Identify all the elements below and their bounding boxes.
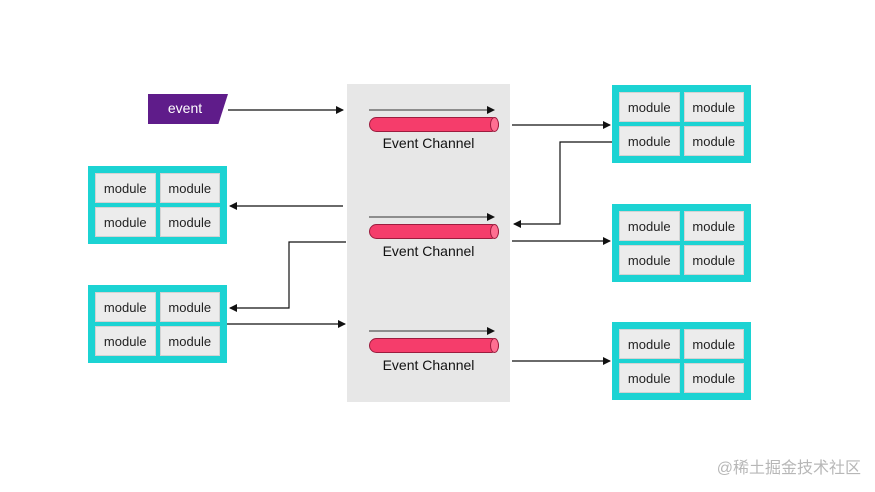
module-cell: module [619,363,680,393]
module-cell: module [683,245,744,275]
event-channel-label-2: Event Channel [382,243,475,259]
module-group-right-middle: module module module module [612,204,751,282]
module-cell: module [619,126,680,156]
module-cell: module [683,329,744,359]
module-cell: module [619,329,680,359]
module-cell: module [95,292,156,322]
module-group-left-bottom: module module module module [88,285,227,363]
module-group-left-top: module module module module [88,166,227,244]
module-cell: module [683,126,744,156]
module-cell: module [619,245,680,275]
event-channel-pipe-1 [369,117,499,132]
module-cell: module [619,92,680,122]
module-cell: module [683,92,744,122]
module-cell: module [159,207,220,237]
event-channel-pipe-3 [369,338,499,353]
module-cell: module [159,292,220,322]
connector-right-top-to-channel-2 [513,141,612,228]
module-cell: module [95,326,156,356]
watermark: @稀土掘金技术社区 [716,460,861,477]
event-channel-pipe-2 [369,224,499,239]
module-cell: module [95,173,156,203]
module-cell: module [683,363,744,393]
event-channel-label-1: Event Channel [382,135,475,151]
module-cell: module [159,326,220,356]
module-cell: module [95,207,156,237]
module-cell: module [619,211,680,241]
event-channel-label-3: Event Channel [382,357,475,373]
connector-channel-2-to-left-bottom [229,241,346,312]
module-cell: module [159,173,220,203]
module-group-right-top: module module module module [612,85,751,163]
module-group-right-bottom: module module module module [612,322,751,400]
event-tag: event [148,94,228,124]
module-cell: module [683,211,744,241]
